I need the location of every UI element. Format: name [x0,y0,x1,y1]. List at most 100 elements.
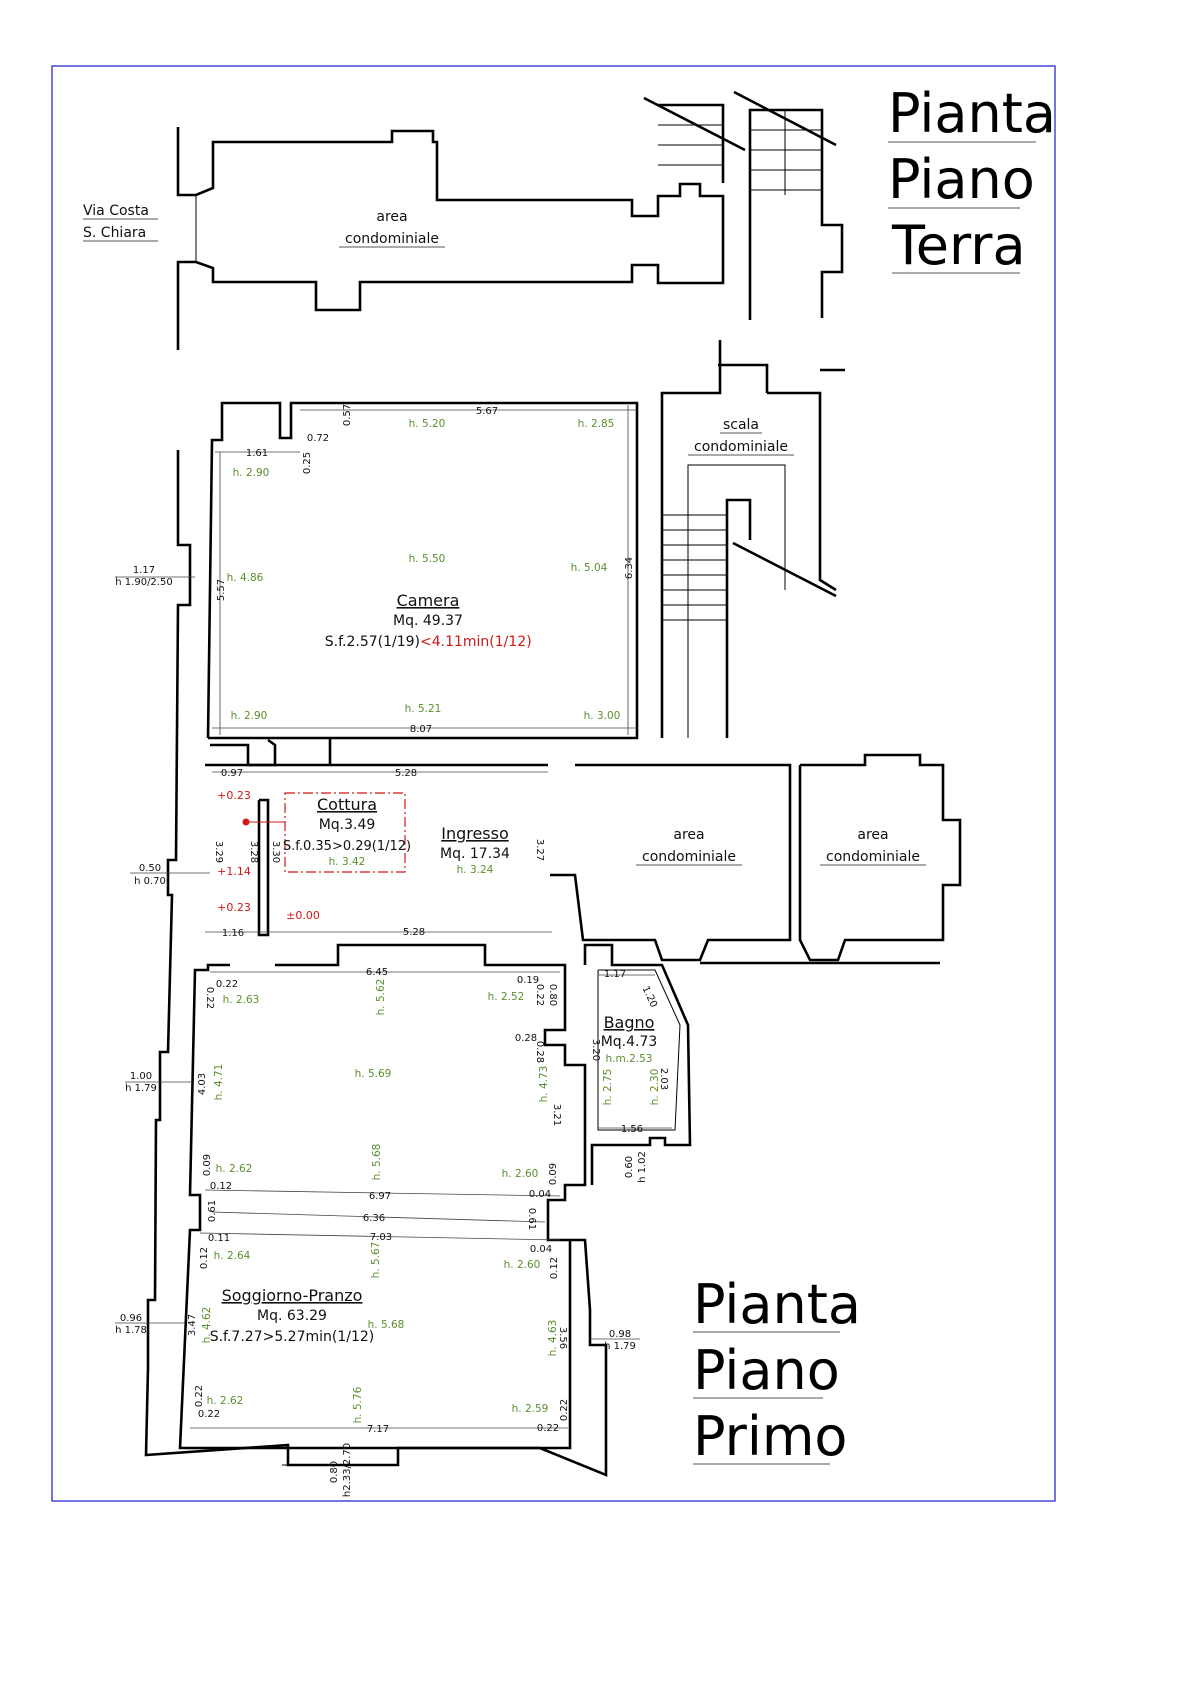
dimension: 0.28 [534,1041,545,1063]
height: h. 4.71 [213,1064,225,1101]
dimension: 0.22 [216,979,238,990]
height: h. 4.86 [227,572,264,584]
room-area: Mq.3.49 [319,817,376,833]
dimension: 4.03 [197,1073,208,1095]
dimension: h 1.02 [637,1151,648,1183]
dimension: 0.22 [204,987,215,1009]
area-label: condominiale [345,231,439,247]
room-area: Mq. 63.29 [257,1308,327,1324]
ground-street-label: Via Costa S. Chiara [83,203,158,242]
area-label: area [376,209,407,225]
height: h. 2.62 [216,1163,253,1175]
height: h. 5.50 [409,553,446,565]
title-line: Terra [891,214,1026,277]
dimension: 0.12 [210,1181,232,1192]
dimension: 7.17 [367,1424,389,1435]
room-area: Mq.4.73 [601,1034,658,1050]
dimension: 6.36 [363,1213,385,1224]
dimension: 0.80 [547,984,558,1006]
window-height: h 1.79 [604,1341,636,1352]
room-area: Mq. 49.37 [393,613,463,629]
dimension: 0.04 [529,1189,551,1200]
label: condominiale [694,439,788,455]
dimension: 3.30 [270,841,281,863]
dimension: 5.67 [476,406,498,417]
dimension: 5.28 [403,927,425,938]
dimension: 0.61 [207,1200,218,1222]
area-condominiale-2-label: area condominiale [820,827,926,866]
dimension-lines [115,405,672,1466]
dimension: 0.22 [198,1409,220,1420]
cottura-zone-outline [284,792,406,873]
dimension: 0.57 [342,404,353,426]
height: h. 3.00 [584,710,621,722]
dimension: 0.22 [537,1423,559,1434]
dimension: 3.29 [213,841,224,863]
height: h. 2.60 [502,1168,539,1180]
room-name: Cottura [317,795,377,814]
height: h. 4.62 [201,1307,213,1344]
dimension: 1.61 [246,448,268,459]
dimension: 5.57 [216,579,227,601]
dimension: 1.17 [604,969,626,980]
room-area: Mq. 17.34 [440,846,510,862]
height-avg: h.m.2.53 [606,1053,653,1065]
height: h. 3.24 [457,864,494,876]
label: scala [723,417,759,433]
dimension: 3.56 [557,1327,568,1349]
height: h. 2.85 [578,418,615,430]
dimension: 6.97 [369,1191,391,1202]
dimension: h2.33/2.70 [342,1443,353,1497]
title-line: Pianta [693,1273,861,1336]
label: area [857,827,888,843]
sheet-border [51,65,1056,1502]
height: h. 5.68 [368,1319,405,1331]
dimension: 6.34 [624,557,635,579]
dimension: 0.25 [302,452,313,474]
room-name: Bagno [604,1013,655,1032]
window-width: 0.50 [139,863,161,874]
title-line: Piano [888,148,1035,211]
height: h. 2.62 [207,1395,244,1407]
dimension: 0.80 [329,1461,340,1483]
label: condominiale [826,849,920,865]
height: h. 5.62 [375,979,387,1016]
window-height: h 1.90/2.50 [115,577,172,588]
height: h. 2.75 [602,1069,614,1106]
room-name: Ingresso [441,824,509,843]
label: condominiale [642,849,736,865]
room-sf: S.f.2.57(1/19) [325,634,420,650]
room-soggiorno-pranzo: Soggiorno-Pranzo Mq. 63.29 S.f.7.27>5.27… [115,967,636,1497]
height: h. 5.69 [355,1068,392,1080]
dimension: 3.27 [534,839,545,861]
dimension: 0.19 [517,975,539,986]
dimension: 7.03 [370,1232,392,1243]
height: h. 2.90 [233,467,270,479]
dimension: 0.11 [208,1233,230,1244]
dimension: 2.03 [658,1068,669,1090]
title-piano-terra: Pianta Piano Terra [888,82,1056,277]
height: h. 5.68 [371,1144,383,1181]
window-width: 1.00 [130,1071,152,1082]
level: +0.23 [217,789,251,802]
height: h. 4.73 [538,1066,550,1103]
title-line: Primo [693,1405,847,1468]
title-line: Pianta [888,82,1056,145]
height: h. 5.76 [352,1386,364,1423]
dimension: 0.61 [526,1208,537,1230]
window-width: 0.96 [120,1313,142,1324]
dimension: 3.47 [187,1314,198,1336]
room-cottura: Cottura Mq.3.49 S.f.0.35>0.29(1/12) h. 3… [134,768,425,939]
dimension: 0.60 [624,1156,635,1178]
area-condominiale-1-label: area condominiale [636,827,742,866]
room-sf: S.f.7.27>5.27min(1/12) [210,1329,375,1345]
scala-condominiale-label: scala condominiale [688,417,794,456]
dimension: 0.28 [515,1033,537,1044]
room-name: Camera [397,591,460,610]
dimension: 0.04 [530,1244,552,1255]
first-floor-walls [144,340,962,1477]
dimension: 0.09 [202,1154,213,1176]
window-height: h 1.78 [115,1325,147,1336]
dimension: 1.16 [222,928,244,939]
dimension: 8.07 [410,724,432,735]
